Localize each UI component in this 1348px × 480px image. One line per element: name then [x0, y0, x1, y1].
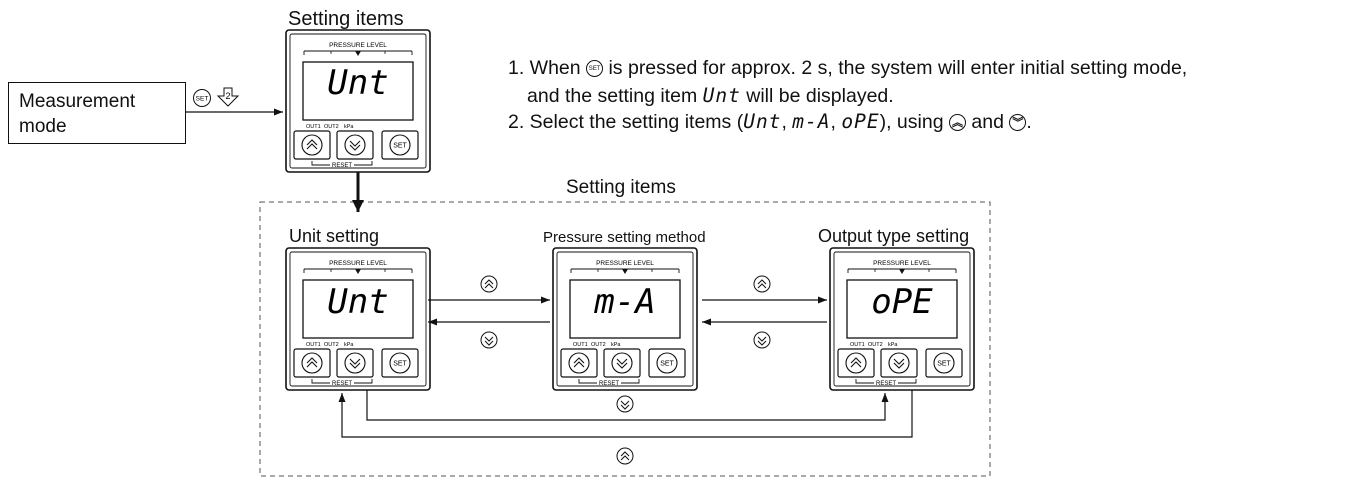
measurement-mode-line2: mode — [19, 116, 67, 137]
instruction-1-prefix: 1. When — [508, 57, 581, 79]
instruction-line-3: 2. Select the setting items (Unt, m-A, o… — [508, 110, 1032, 133]
measurement-mode-box: Measurement mode — [8, 82, 186, 144]
double-chevron-up-icon — [480, 275, 498, 293]
double-chevron-down-icon — [480, 331, 498, 349]
instruction-line-1: 1. When SET is pressed for approx. 2 s, … — [508, 57, 1187, 80]
panel-pressure-display: m-A — [593, 282, 655, 322]
caption-pressure-setting-method: Pressure setting method — [543, 229, 706, 246]
instruction-2-prefix: and the setting item — [527, 85, 698, 107]
double-chevron-up-icon: ︽ — [948, 114, 966, 132]
caption-unit-setting: Unit setting — [289, 226, 380, 246]
setting-items-group-border — [259, 201, 991, 477]
double-chevron-down-icon — [616, 395, 634, 413]
panel-top-display: Unt — [327, 63, 388, 103]
instruction-3-prefix: 2. Select the setting items ( — [508, 111, 744, 133]
instruction-1-suffix: is pressed for approx. 2 s, the system w… — [608, 57, 1188, 79]
instruction-3-and: and — [971, 111, 1004, 133]
instruction-2-suffix: will be displayed. — [746, 85, 894, 107]
double-chevron-down-icon — [753, 331, 771, 349]
set-icon-label: SET — [196, 96, 209, 103]
group-title: Setting items — [566, 177, 676, 198]
loop-arrow-unit-to-output — [366, 390, 889, 421]
instruction-line-2: and the setting item Unt will be display… — [527, 84, 894, 108]
step-arrow-icon — [216, 87, 240, 107]
instruction-2-item: Unt — [702, 84, 741, 107]
instruction-3-item2: m-A — [792, 110, 831, 133]
set-button-icon: SET — [586, 60, 604, 78]
top-title: Setting items — [288, 8, 404, 30]
double-chevron-up-icon — [753, 275, 771, 293]
loop-arrow-output-to-unit — [338, 390, 913, 438]
double-chevron-down-icon: ︾ — [1009, 114, 1027, 132]
caption-output-type-setting: Output type setting — [818, 226, 970, 246]
measurement-mode-line1: Measurement — [19, 91, 136, 112]
set-button-icon — [193, 89, 211, 107]
panel-output-display: oPE — [871, 282, 933, 322]
instruction-3-item1: Unt — [743, 110, 782, 133]
panel-unit-setting-display: Unt — [327, 282, 388, 322]
step-number: 2 — [225, 91, 230, 101]
double-chevron-up-icon — [616, 447, 634, 465]
instruction-3-end: . — [1026, 111, 1032, 133]
instruction-3-mid: ), using — [879, 111, 944, 133]
instruction-3-item3: oPE — [841, 110, 880, 133]
